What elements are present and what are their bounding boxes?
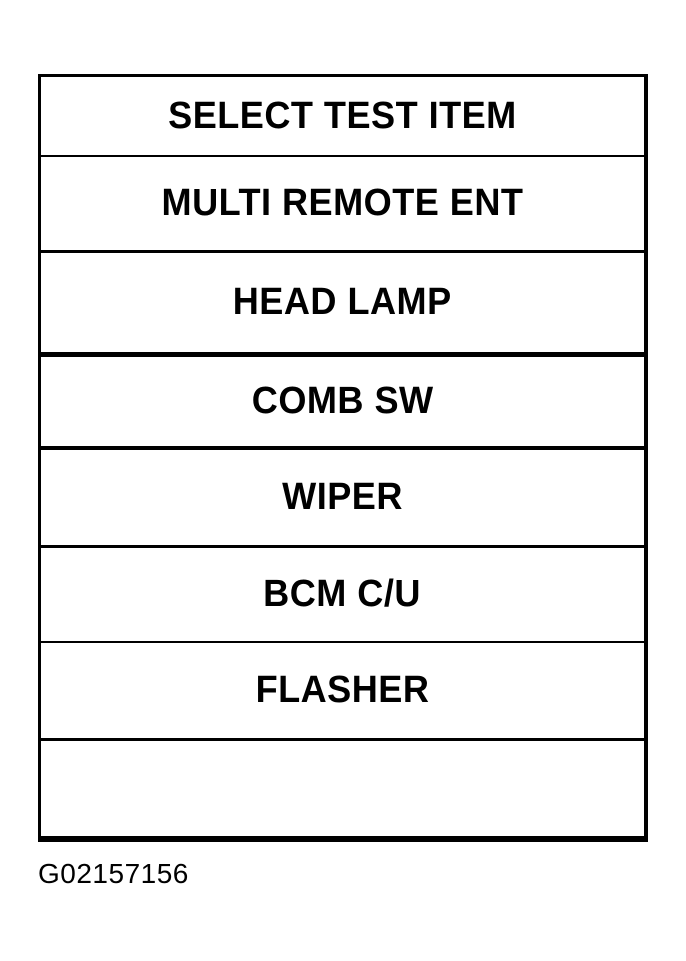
- menu-item-label: MULTI REMOTE ENT: [161, 182, 524, 224]
- menu-header: SELECT TEST ITEM: [41, 77, 644, 157]
- figure-id: G02157156: [38, 858, 189, 889]
- menu-item-multi-remote-ent[interactable]: MULTI REMOTE ENT: [41, 157, 644, 253]
- menu-item-label: WIPER: [282, 476, 403, 518]
- menu-item-comb-sw[interactable]: COMB SW: [41, 357, 644, 450]
- select-test-item-menu: SELECT TEST ITEM MULTI REMOTE ENT HEAD L…: [38, 74, 648, 842]
- menu-header-label: SELECT TEST ITEM: [168, 94, 517, 137]
- menu-item-label: BCM C/U: [263, 573, 422, 615]
- menu-item-label: COMB SW: [251, 380, 434, 422]
- menu-item-empty: [41, 741, 644, 836]
- menu-item-head-lamp[interactable]: HEAD LAMP: [41, 253, 644, 357]
- menu-item-wiper[interactable]: WIPER: [41, 450, 644, 548]
- menu-item-flasher[interactable]: FLASHER: [41, 643, 644, 741]
- menu-item-label: HEAD LAMP: [233, 281, 452, 323]
- menu-item-label: FLASHER: [255, 669, 430, 711]
- menu-item-bcm-cu[interactable]: BCM C/U: [41, 548, 644, 643]
